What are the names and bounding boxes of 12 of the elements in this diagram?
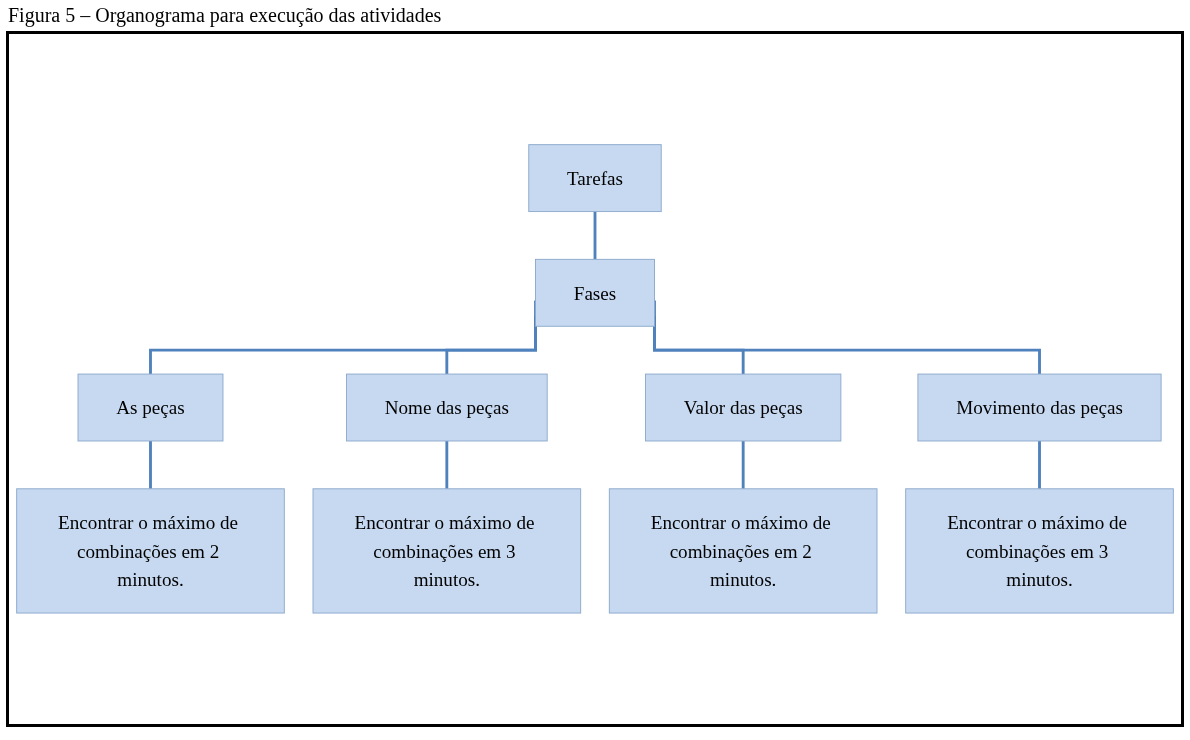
node-box: Nome das peças — [346, 373, 548, 442]
node-box: Encontrar o máximo de combinações em 2 minutos. — [608, 488, 878, 614]
connector — [593, 211, 597, 261]
node-box: Encontrar o máximo de combinações em 3 minutos. — [312, 488, 582, 614]
node-box: As peças — [77, 373, 224, 442]
node-box: Fases — [535, 259, 655, 327]
node-box: Tarefas — [528, 144, 662, 213]
node-box: Encontrar o máximo de combinações em 2 minutos. — [16, 488, 285, 614]
figure-title: Figura 5 – Organograma para execução das atividades — [7, 3, 443, 29]
node-box: Encontrar o máximo de combinações em 3 minutos. — [905, 488, 1174, 614]
node-box: Movimento das peças — [917, 373, 1162, 442]
node-box: Valor das peças — [645, 373, 842, 442]
